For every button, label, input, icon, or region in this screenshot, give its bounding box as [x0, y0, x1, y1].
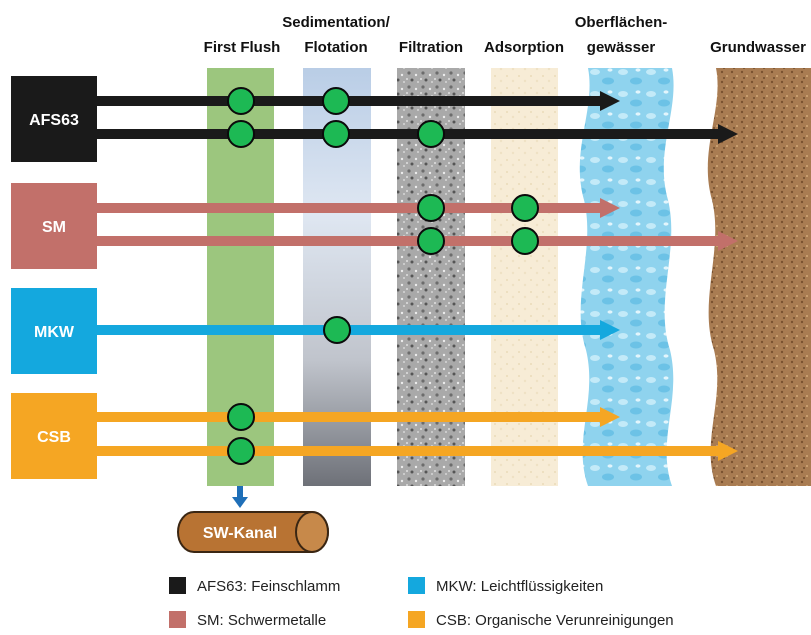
retention-dot-csb-firstflush-1 — [228, 404, 254, 430]
header-surface-water-line1: Oberflächen- — [575, 14, 668, 31]
header-surface-water-line2: gewässer — [587, 39, 656, 56]
retention-dot-afs-sedimentation-1 — [323, 88, 349, 114]
retention-dot-afs-firstflush-1 — [228, 88, 254, 114]
retention-dot-sm-adsorption-2 — [512, 228, 538, 254]
retention-dot-csb-firstflush-2 — [228, 438, 254, 464]
header-filtration: Filtration — [399, 39, 463, 56]
retention-dot-sm-filtration-1 — [418, 195, 444, 221]
sw-kanal-label: SW-Kanal — [203, 525, 277, 542]
retention-dot-afs-sedimentation-2 — [323, 121, 349, 147]
legend-swatch-mkw — [408, 577, 425, 594]
mkw-badge-label: MKW — [34, 324, 75, 341]
header-adsorption: Adsorption — [484, 39, 564, 56]
retention-dot-mkw-sedimentation — [324, 317, 350, 343]
sm-badge-label: SM — [42, 219, 66, 236]
legend-swatch-afs63 — [169, 577, 186, 594]
legend-swatch-csb — [408, 611, 425, 628]
retention-dot-afs-filtration — [418, 121, 444, 147]
afs63-badge-label: AFS63 — [29, 112, 79, 129]
legend-label-afs63: AFS63: Feinschlamm — [197, 578, 340, 595]
retention-dot-sm-filtration-2 — [418, 228, 444, 254]
header-sedimentation-line1: Sedimentation/ — [282, 14, 390, 31]
csb-badge-label: CSB — [37, 429, 71, 446]
legend-label-mkw: MKW: Leichtflüssigkeiten — [436, 578, 603, 595]
retention-dot-afs-firstflush-2 — [228, 121, 254, 147]
header-sedimentation-line2: Flotation — [304, 39, 367, 56]
sewer-down-arrow — [232, 486, 248, 508]
retention-dot-sm-adsorption-1 — [512, 195, 538, 221]
header-first-flush: First Flush — [204, 39, 281, 56]
legend-label-csb: CSB: Organische Verunreinigungen — [436, 612, 674, 629]
legend-label-sm: SM: Schwermetalle — [197, 612, 326, 629]
header-groundwater: Grundwasser — [710, 39, 806, 56]
legend-swatch-sm — [169, 611, 186, 628]
